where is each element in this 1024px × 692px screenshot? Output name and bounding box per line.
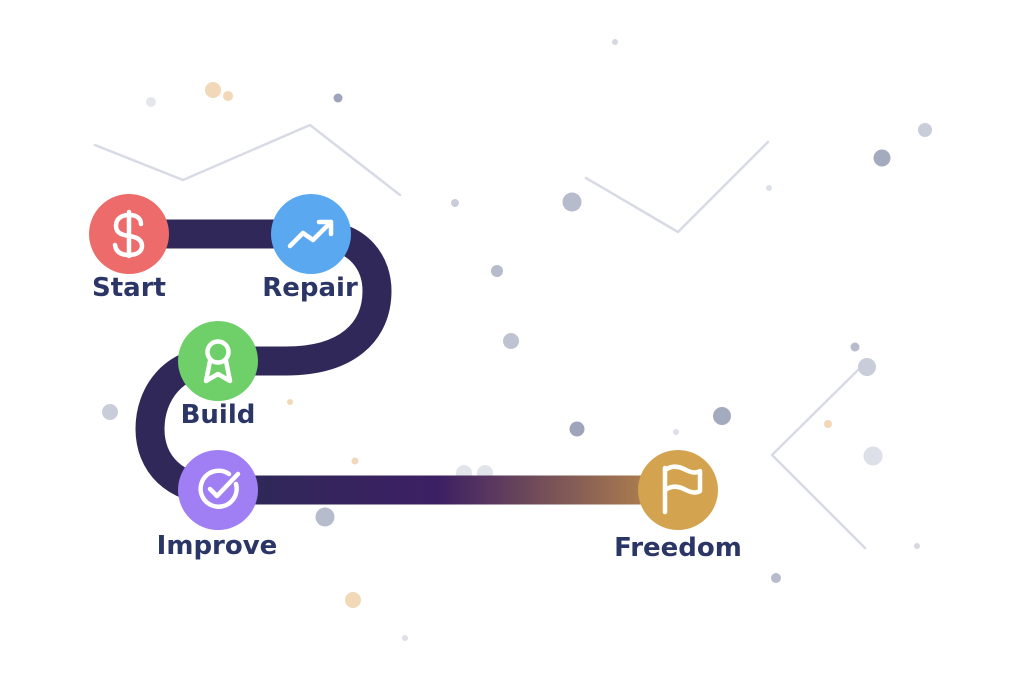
flag-icon [662,464,703,515]
background-dot [451,199,459,207]
dollar-icon [112,209,145,259]
step-improve-label: Improve [157,531,278,561]
background-dot [824,420,832,428]
background-dot [223,91,233,101]
step-freedom-label: Freedom [614,533,742,563]
background-dot [351,457,359,465]
step-improve: Improve [157,450,278,561]
step-build-label: Build [181,400,256,430]
background-dot [612,39,618,45]
background-dot [766,185,772,191]
background-line [584,140,770,234]
background-dot [146,97,156,107]
background-dot [569,421,585,437]
step-freedom-circle [638,450,718,530]
background-dot [858,358,876,376]
roadmap-path [114,219,675,505]
step-freedom: Freedom [614,450,742,563]
background-dot [914,543,920,549]
step-start: Start [89,194,169,303]
step-repair: Repair [262,194,358,303]
background-dot [503,333,519,349]
trending-up-icon [287,219,334,249]
award-ribbon-icon [203,339,233,384]
background-line [93,123,402,197]
step-repair-label: Repair [262,273,358,303]
background-dot [771,573,781,583]
step-start-label: Start [92,273,166,303]
background-dot [491,265,503,277]
background-dot [673,429,679,435]
step-build: Build [178,321,258,430]
background-dot [315,507,335,527]
background-dot [345,592,361,608]
background-dot [713,407,731,425]
background-dot [918,123,932,137]
background-dot [863,446,883,466]
background-dot [287,399,293,405]
background-line [770,366,867,550]
background-dot [562,192,582,212]
background-dot [402,635,408,641]
background-dot [850,342,860,352]
background-dot [102,404,118,420]
check-circle-icon [198,468,241,509]
background-dot [333,93,343,103]
step-improve-circle [178,450,258,530]
step-repair-circle [271,194,351,274]
background-dot [205,82,221,98]
background-lines [93,123,867,550]
background-dot [873,149,891,167]
